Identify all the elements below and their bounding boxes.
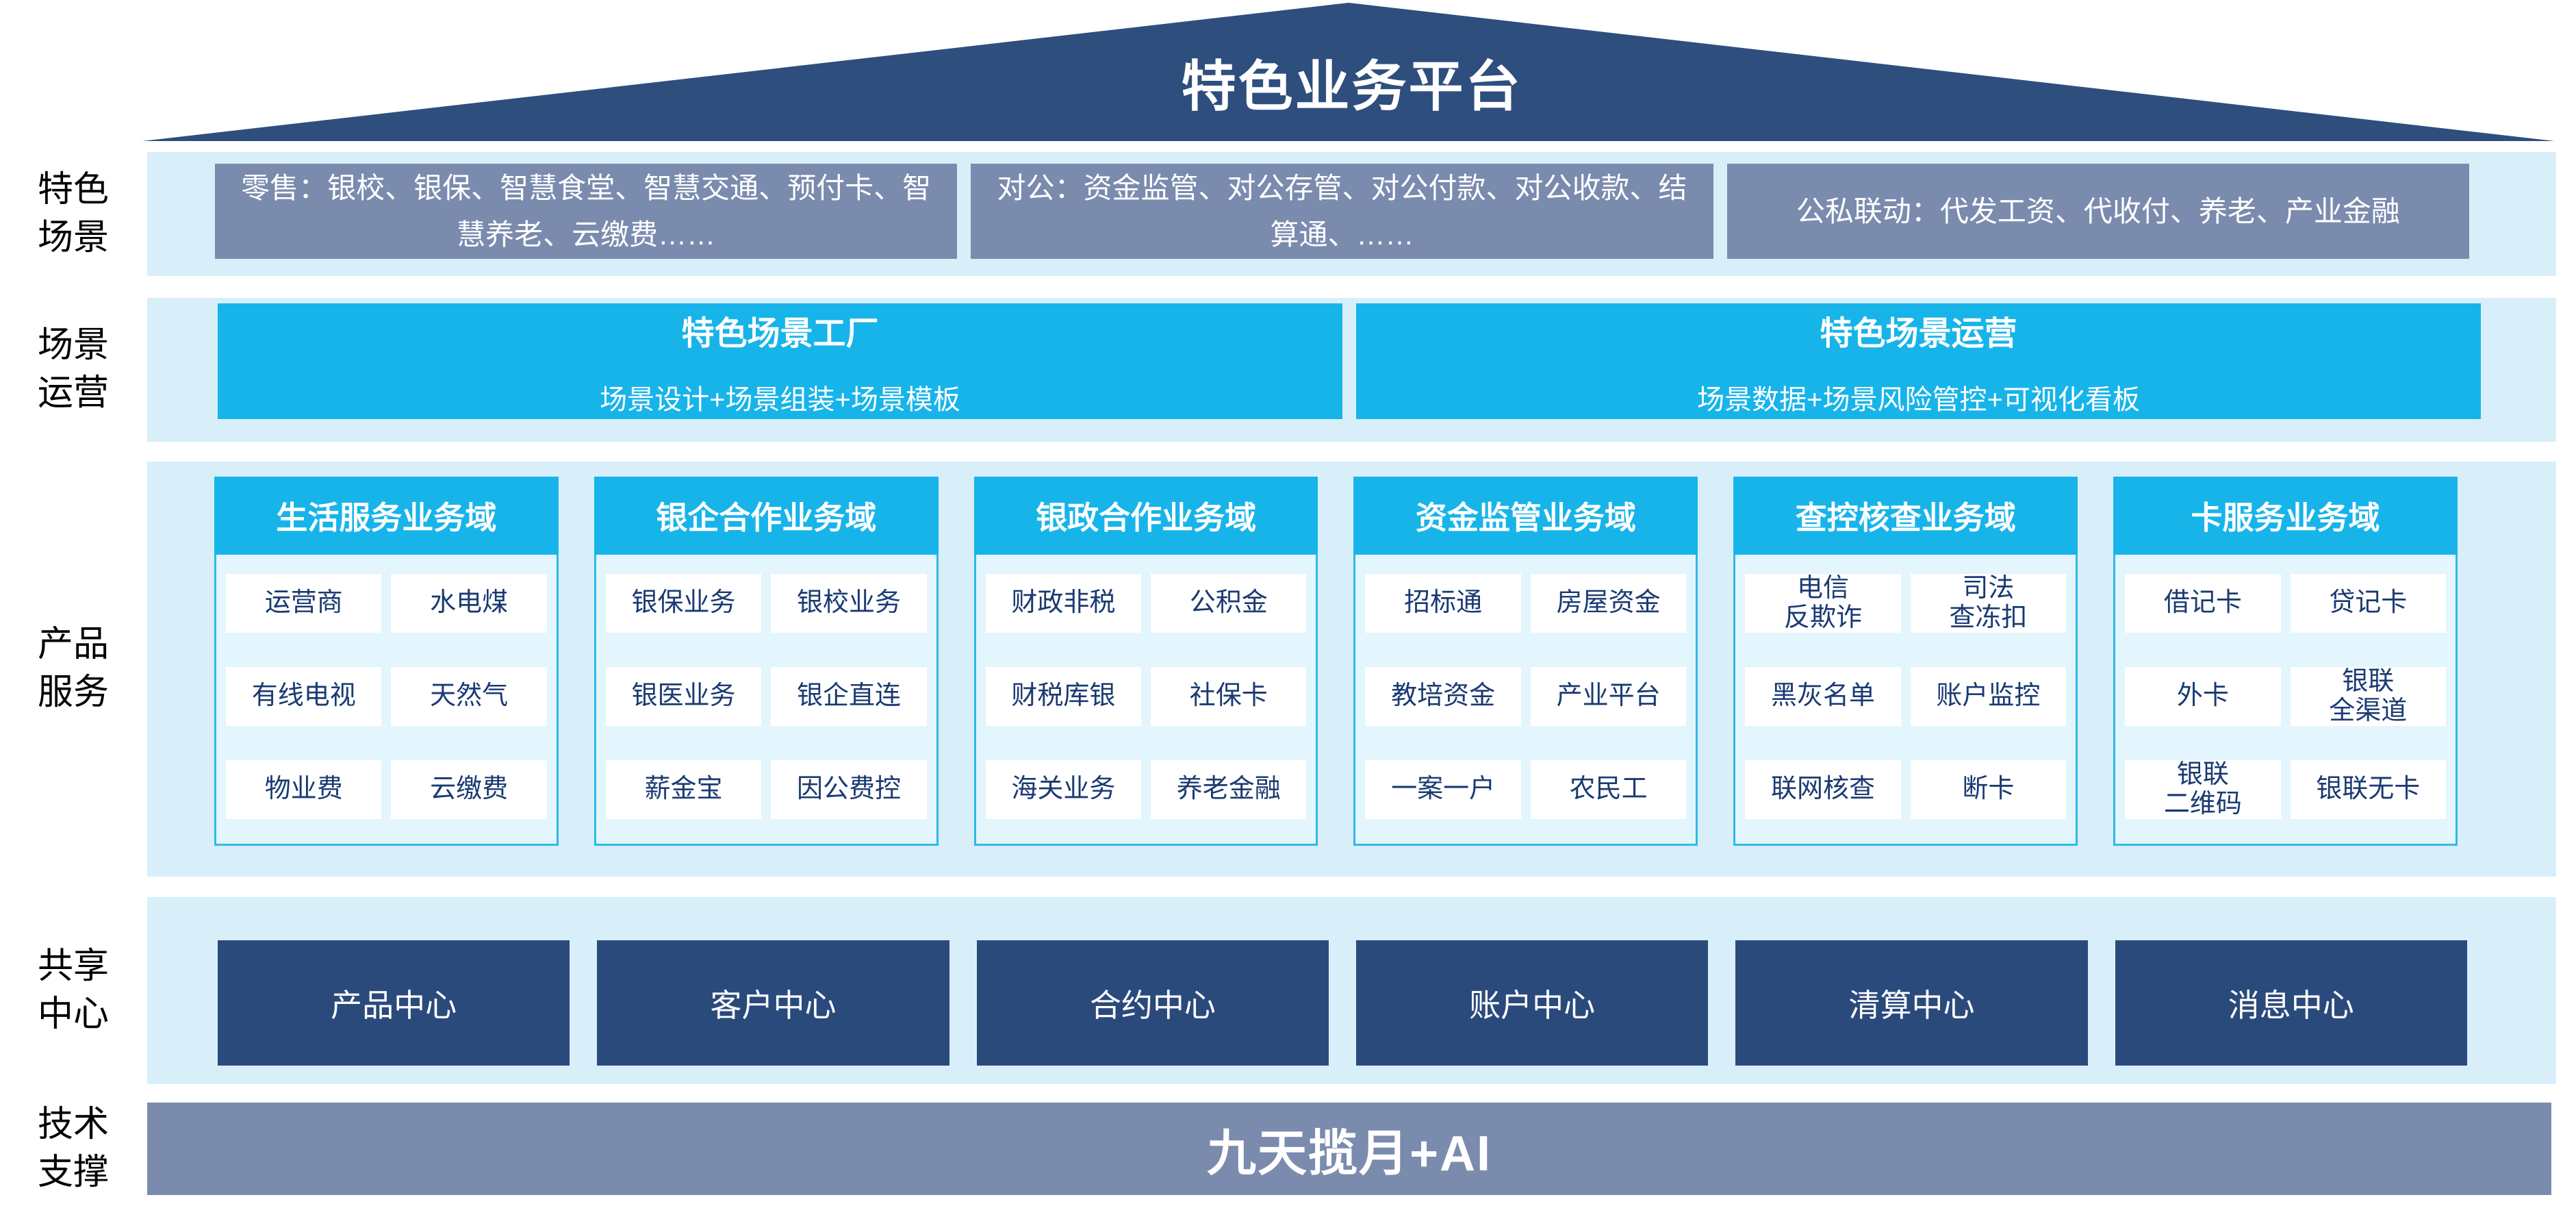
scene-box-retail: 零售：银校、银保、智慧食堂、智慧交通、预付卡、智慧养老、云缴费…… — [215, 164, 958, 259]
row-label-line: 场景 — [37, 217, 109, 257]
product-cell: 银联无卡 — [2290, 760, 2446, 819]
product-cell: 断卡 — [1910, 760, 2067, 819]
roof-shape — [142, 3, 2555, 141]
operation-row: 特色场景工厂 场景设计+场景组装+场景模板 特色场景运营 场景数据+场景风险管控… — [147, 303, 2556, 419]
row-label-tech: 技术 支撑 — [8, 1103, 138, 1195]
row-label-operation: 场景 运营 — [8, 298, 138, 442]
center-box-clearing: 清算中心 — [1735, 940, 2088, 1066]
row-label-line: 场景 — [37, 325, 109, 366]
center-box-customer: 客户中心 — [597, 940, 949, 1066]
page-title: 特色业务平台 — [1181, 56, 1522, 117]
scenes-row: 零售：银校、银保、智慧食堂、智慧交通、预付卡、智慧养老、云缴费…… 对公：资金监… — [147, 164, 2556, 259]
domain-column-bank-government: 银政合作业务域 财政非税 公积金 财税库银 社保卡 海关业务 养老金融 — [973, 477, 1318, 846]
product-cell: 薪金宝 — [605, 760, 762, 819]
product-cell: 银联 全渠道 — [2290, 667, 2446, 726]
domain-column-inquiry-control: 查控核查业务域 电信 反欺诈 司法 查冻扣 黑灰名单 账户监控 联网核查 断卡 — [1733, 477, 2078, 846]
product-cell: 招标通 — [1365, 574, 1521, 633]
product-cell: 外卡 — [2125, 667, 2281, 726]
center-box-message: 消息中心 — [2115, 940, 2467, 1066]
operation-box-title: 特色场景运营 — [1820, 315, 2017, 352]
product-cell: 有线电视 — [226, 667, 382, 726]
domain-body: 运营商 水电煤 有线电视 天然气 物业费 云缴费 — [214, 555, 559, 846]
row-label-line: 特色 — [37, 169, 109, 210]
product-cell: 银保业务 — [605, 574, 762, 633]
centers-band: 产品中心 客户中心 合约中心 账户中心 清算中心 消息中心 — [147, 897, 2556, 1084]
center-box-product: 产品中心 — [218, 940, 570, 1066]
product-cell: 养老金融 — [1151, 760, 1307, 819]
product-cell: 物业费 — [226, 760, 382, 819]
scene-box-corporate: 对公：资金监管、对公存管、对公付款、对公收款、结算通、…… — [971, 164, 1713, 259]
product-cell: 借记卡 — [2125, 574, 2281, 633]
centers-row: 产品中心 客户中心 合约中心 账户中心 清算中心 消息中心 — [147, 940, 2556, 1066]
product-cell: 水电煤 — [391, 574, 547, 633]
domain-header: 卡服务业务域 — [2113, 477, 2458, 555]
operation-box-subtitle: 场景设计+场景组装+场景模板 — [600, 384, 960, 415]
row-label-line: 产品 — [37, 625, 109, 665]
product-cell: 财政非税 — [985, 574, 1142, 633]
row-label-products: 产品 服务 — [8, 462, 138, 877]
product-cell: 黑灰名单 — [1745, 667, 1901, 726]
product-cell: 司法 查冻扣 — [1910, 574, 2067, 633]
domains-row: 生活服务业务域 运营商 水电煤 有线电视 天然气 物业费 云缴费 银企合作业务域… — [147, 477, 2556, 846]
product-cell: 账户监控 — [1910, 667, 2067, 726]
operation-box-scene-factory: 特色场景工厂 场景设计+场景组装+场景模板 — [218, 303, 1342, 419]
product-cell: 云缴费 — [391, 760, 547, 819]
domain-header: 生活服务业务域 — [214, 477, 559, 555]
row-label-line: 服务 — [37, 672, 109, 712]
product-cell: 银联 二维码 — [2125, 760, 2281, 819]
operation-box-scene-operation: 特色场景运营 场景数据+场景风险管控+可视化看板 — [1356, 303, 2481, 419]
product-cell: 贷记卡 — [2290, 574, 2446, 633]
row-label-scenes: 特色 场景 — [8, 152, 138, 276]
row-label-line: 运营 — [37, 373, 109, 413]
row-label-line: 支撑 — [37, 1152, 109, 1192]
operation-band: 特色场景工厂 场景设计+场景组装+场景模板 特色场景运营 场景数据+场景风险管控… — [147, 298, 2556, 442]
domain-body: 电信 反欺诈 司法 查冻扣 黑灰名单 账户监控 联网核查 断卡 — [1733, 555, 2078, 846]
product-cell: 一案一户 — [1365, 760, 1521, 819]
scenes-band: 零售：银校、银保、智慧食堂、智慧交通、预付卡、智慧养老、云缴费…… 对公：资金监… — [147, 152, 2556, 276]
product-cell: 财税库银 — [985, 667, 1142, 726]
domain-header: 银政合作业务域 — [973, 477, 1318, 555]
domain-column-card-services: 卡服务业务域 借记卡 贷记卡 外卡 银联 全渠道 银联 二维码 银联无卡 — [2113, 477, 2458, 846]
domain-body: 财政非税 公积金 财税库银 社保卡 海关业务 养老金融 — [973, 555, 1318, 846]
domain-header: 查控核查业务域 — [1733, 477, 2078, 555]
row-label-line: 共享 — [37, 946, 109, 986]
product-cell: 银医业务 — [605, 667, 762, 726]
domain-body: 银保业务 银校业务 银医业务 银企直连 薪金宝 因公费控 — [594, 555, 939, 846]
product-cell: 海关业务 — [985, 760, 1142, 819]
row-label-line: 技术 — [37, 1104, 109, 1144]
row-label-line: 中心 — [37, 994, 109, 1034]
domain-column-fund-supervision: 资金监管业务域 招标通 房屋资金 教培资金 产业平台 一案一户 农民工 — [1353, 477, 1698, 846]
tech-support-bar: 九天揽月+AI — [147, 1103, 2551, 1195]
product-cell: 因公费控 — [771, 760, 927, 819]
product-cell: 运营商 — [226, 574, 382, 633]
operation-box-subtitle: 场景数据+场景风险管控+可视化看板 — [1697, 384, 2140, 415]
product-cell: 电信 反欺诈 — [1745, 574, 1901, 633]
domain-body: 招标通 房屋资金 教培资金 产业平台 一案一户 农民工 — [1353, 555, 1698, 846]
domain-body: 借记卡 贷记卡 外卡 银联 全渠道 银联 二维码 银联无卡 — [2113, 555, 2458, 846]
product-cell: 产业平台 — [1530, 667, 1687, 726]
domain-header: 银企合作业务域 — [594, 477, 939, 555]
product-cell: 农民工 — [1530, 760, 1687, 819]
product-cell: 房屋资金 — [1530, 574, 1687, 633]
center-box-account: 账户中心 — [1355, 940, 1709, 1066]
center-box-contract: 合约中心 — [976, 940, 1329, 1066]
product-cell: 银校业务 — [771, 574, 927, 633]
domain-column-bank-enterprise: 银企合作业务域 银保业务 银校业务 银医业务 银企直连 薪金宝 因公费控 — [594, 477, 939, 846]
products-band: 生活服务业务域 运营商 水电煤 有线电视 天然气 物业费 云缴费 银企合作业务域… — [147, 462, 2556, 877]
product-cell: 公积金 — [1151, 574, 1307, 633]
product-cell: 社保卡 — [1151, 667, 1307, 726]
product-cell: 教培资金 — [1365, 667, 1521, 726]
operation-box-title: 特色场景工厂 — [681, 315, 879, 352]
row-label-centers: 共享 中心 — [8, 897, 138, 1084]
domain-column-life-services: 生活服务业务域 运营商 水电煤 有线电视 天然气 物业费 云缴费 — [214, 477, 559, 846]
product-cell: 银企直连 — [771, 667, 927, 726]
scene-box-public-private: 公私联动：代发工资、代收付、养老、产业金融 — [1726, 164, 2469, 259]
product-cell: 联网核查 — [1745, 760, 1901, 819]
domain-header: 资金监管业务域 — [1353, 477, 1698, 555]
product-cell: 天然气 — [391, 667, 547, 726]
